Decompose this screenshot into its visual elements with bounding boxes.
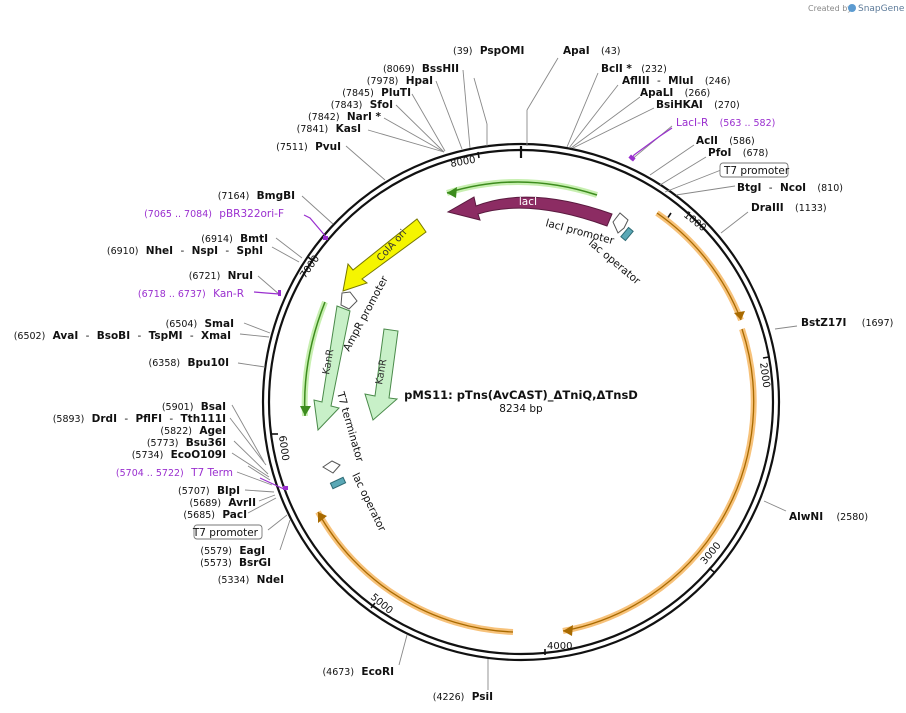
kanR-orf-arc bbox=[301, 300, 328, 417]
site-labels-left: (4226) PsiI (4673) EcoRI (5334) NdeI (55… bbox=[14, 63, 493, 703]
colA-ori-arrow bbox=[342, 218, 427, 292]
site-label: (7842) NarI * bbox=[308, 111, 382, 123]
site-label: BsiHKAI (270) bbox=[656, 99, 740, 111]
site-label: (5773) Bsu36I bbox=[147, 437, 226, 449]
plasmid-length: 8234 bp bbox=[499, 403, 543, 415]
site-label: (5334) NdeI bbox=[218, 574, 284, 586]
t7-promoter-box-bottom: T7 promoter bbox=[192, 524, 263, 540]
site-label: (6914) BmtI bbox=[201, 233, 268, 245]
lacI-label: lacI bbox=[519, 196, 537, 208]
lacI-r-primer-mark bbox=[628, 154, 636, 162]
primer-label: LacI-R (563 .. 582) bbox=[676, 117, 775, 129]
site-label: (4673) EcoRI bbox=[322, 666, 394, 678]
site-label: (6358) Bpu10I bbox=[149, 357, 229, 369]
brand-name: SnapGene bbox=[858, 4, 905, 14]
site-label: DraIII (1133) bbox=[751, 202, 827, 214]
site-label: (5573) BsrGI bbox=[200, 557, 271, 569]
kanR-arrow-1 bbox=[313, 305, 351, 432]
lac-operator-2 bbox=[329, 476, 347, 490]
site-label: (5689) AvrII bbox=[189, 497, 256, 509]
t7-terminator-marker bbox=[322, 460, 341, 474]
svg-text:T7 promoter: T7 promoter bbox=[723, 165, 790, 177]
site-label: AflIII - MluI (246) bbox=[622, 75, 730, 87]
site-label: BclI * (232) bbox=[601, 63, 667, 75]
kanR-label-2: KanR bbox=[374, 358, 389, 385]
site-label: ApaI (43) bbox=[563, 45, 621, 57]
site-label: (7978) HpaI bbox=[367, 75, 433, 87]
t7-promoter-box-top: T7 promoter bbox=[719, 162, 790, 178]
ruler-tick-4000: 4000 bbox=[547, 641, 572, 652]
ampR-promoter-arrow bbox=[340, 291, 358, 310]
site-label: (7511) PvuI bbox=[276, 141, 341, 153]
site-label: BtgI - NcoI (810) bbox=[737, 182, 843, 194]
site-label: (6504) SmaI bbox=[166, 318, 234, 330]
pbr322ori-f-primer-line bbox=[303, 214, 328, 239]
lac-operator-2-label: lac operator bbox=[349, 471, 388, 534]
site-label: AclI (586) bbox=[696, 135, 755, 147]
snapgene-logo-icon bbox=[848, 4, 856, 12]
primer-label: (5704 .. 5722) T7 Term bbox=[116, 467, 233, 479]
lacI-promoter-arrow bbox=[612, 212, 629, 234]
site-label: (6721) NruI bbox=[189, 270, 253, 282]
site-label: (5893) DrdI - PflFI - Tth111I bbox=[53, 413, 226, 425]
orf-right-lower bbox=[562, 328, 757, 634]
kan-r-primer-line bbox=[253, 291, 280, 295]
site-label: (5685) PacI bbox=[183, 509, 247, 521]
primer-label: (7065 .. 7084) pBR322ori-F bbox=[144, 208, 284, 220]
site-label: (8069) BssHII bbox=[383, 63, 459, 75]
brand-prefix: Created by bbox=[808, 4, 852, 13]
site-label: (7164) BmgBI bbox=[218, 190, 295, 202]
site-label: (7841) KasI bbox=[297, 123, 361, 135]
site-label: (7845) PluTI bbox=[342, 87, 411, 99]
site-label: BstZ17I (1697) bbox=[801, 317, 893, 329]
site-label: (5707) BlpI bbox=[178, 485, 240, 497]
site-label: (5734) EcoO109I bbox=[132, 449, 226, 461]
site-label: PfoI (678) bbox=[708, 147, 768, 159]
primer-marks bbox=[253, 127, 673, 491]
site-label: (5901) BsaI bbox=[162, 401, 226, 413]
site-label: ApaLI (266) bbox=[640, 87, 710, 99]
ruler-tick-2000: 2000 bbox=[757, 362, 771, 389]
lac-operator-1 bbox=[620, 226, 634, 242]
t7-term-primer-mark bbox=[283, 486, 288, 490]
kanR-label-1: KanR bbox=[321, 348, 336, 375]
site-label: (5579) EagI bbox=[200, 545, 265, 557]
ruler-tick-8000: 8000 bbox=[450, 155, 477, 170]
leader-lines bbox=[229, 57, 798, 690]
backbone-outer bbox=[261, 142, 781, 662]
orf-lower-left bbox=[315, 510, 514, 635]
kanR-arrow-2 bbox=[364, 328, 399, 421]
site-label: (7843) SfoI bbox=[331, 99, 393, 111]
site-label: (5822) AgeI bbox=[160, 425, 226, 437]
site-label: (4226) PsiI bbox=[433, 691, 493, 703]
lacI-arrow bbox=[446, 196, 613, 227]
plasmid-name: pMS11: pTns(AvCAST)_ΔTniQ,ΔTnsD bbox=[404, 388, 638, 403]
t7-terminator-label: T7 terminator bbox=[334, 390, 366, 464]
site-label: (6502) AvaI - BsoBI - TspMI - XmaI bbox=[14, 330, 231, 342]
site-label: (39) PspOMI bbox=[453, 45, 524, 57]
svg-text:T7 promoter: T7 promoter bbox=[192, 527, 259, 539]
ruler-tick-6000: 6000 bbox=[276, 435, 290, 462]
lac-operator-1-label: lac operator bbox=[586, 237, 643, 288]
primer-label: (6718 .. 6737) Kan-R bbox=[138, 288, 244, 300]
t7-term-primer-line bbox=[259, 477, 287, 491]
site-labels-right: (39) PspOMI ApaI (43) BclI * (232) AflII… bbox=[453, 45, 893, 523]
ruler-tick-1000: 1000 bbox=[681, 210, 708, 234]
pbr322ori-f-primer-mark bbox=[323, 236, 328, 240]
site-label: AlwNI (2580) bbox=[789, 511, 868, 523]
kan-r-primer-mark bbox=[278, 290, 281, 296]
site-label: (6910) NheI - NspI - SphI bbox=[107, 245, 263, 257]
